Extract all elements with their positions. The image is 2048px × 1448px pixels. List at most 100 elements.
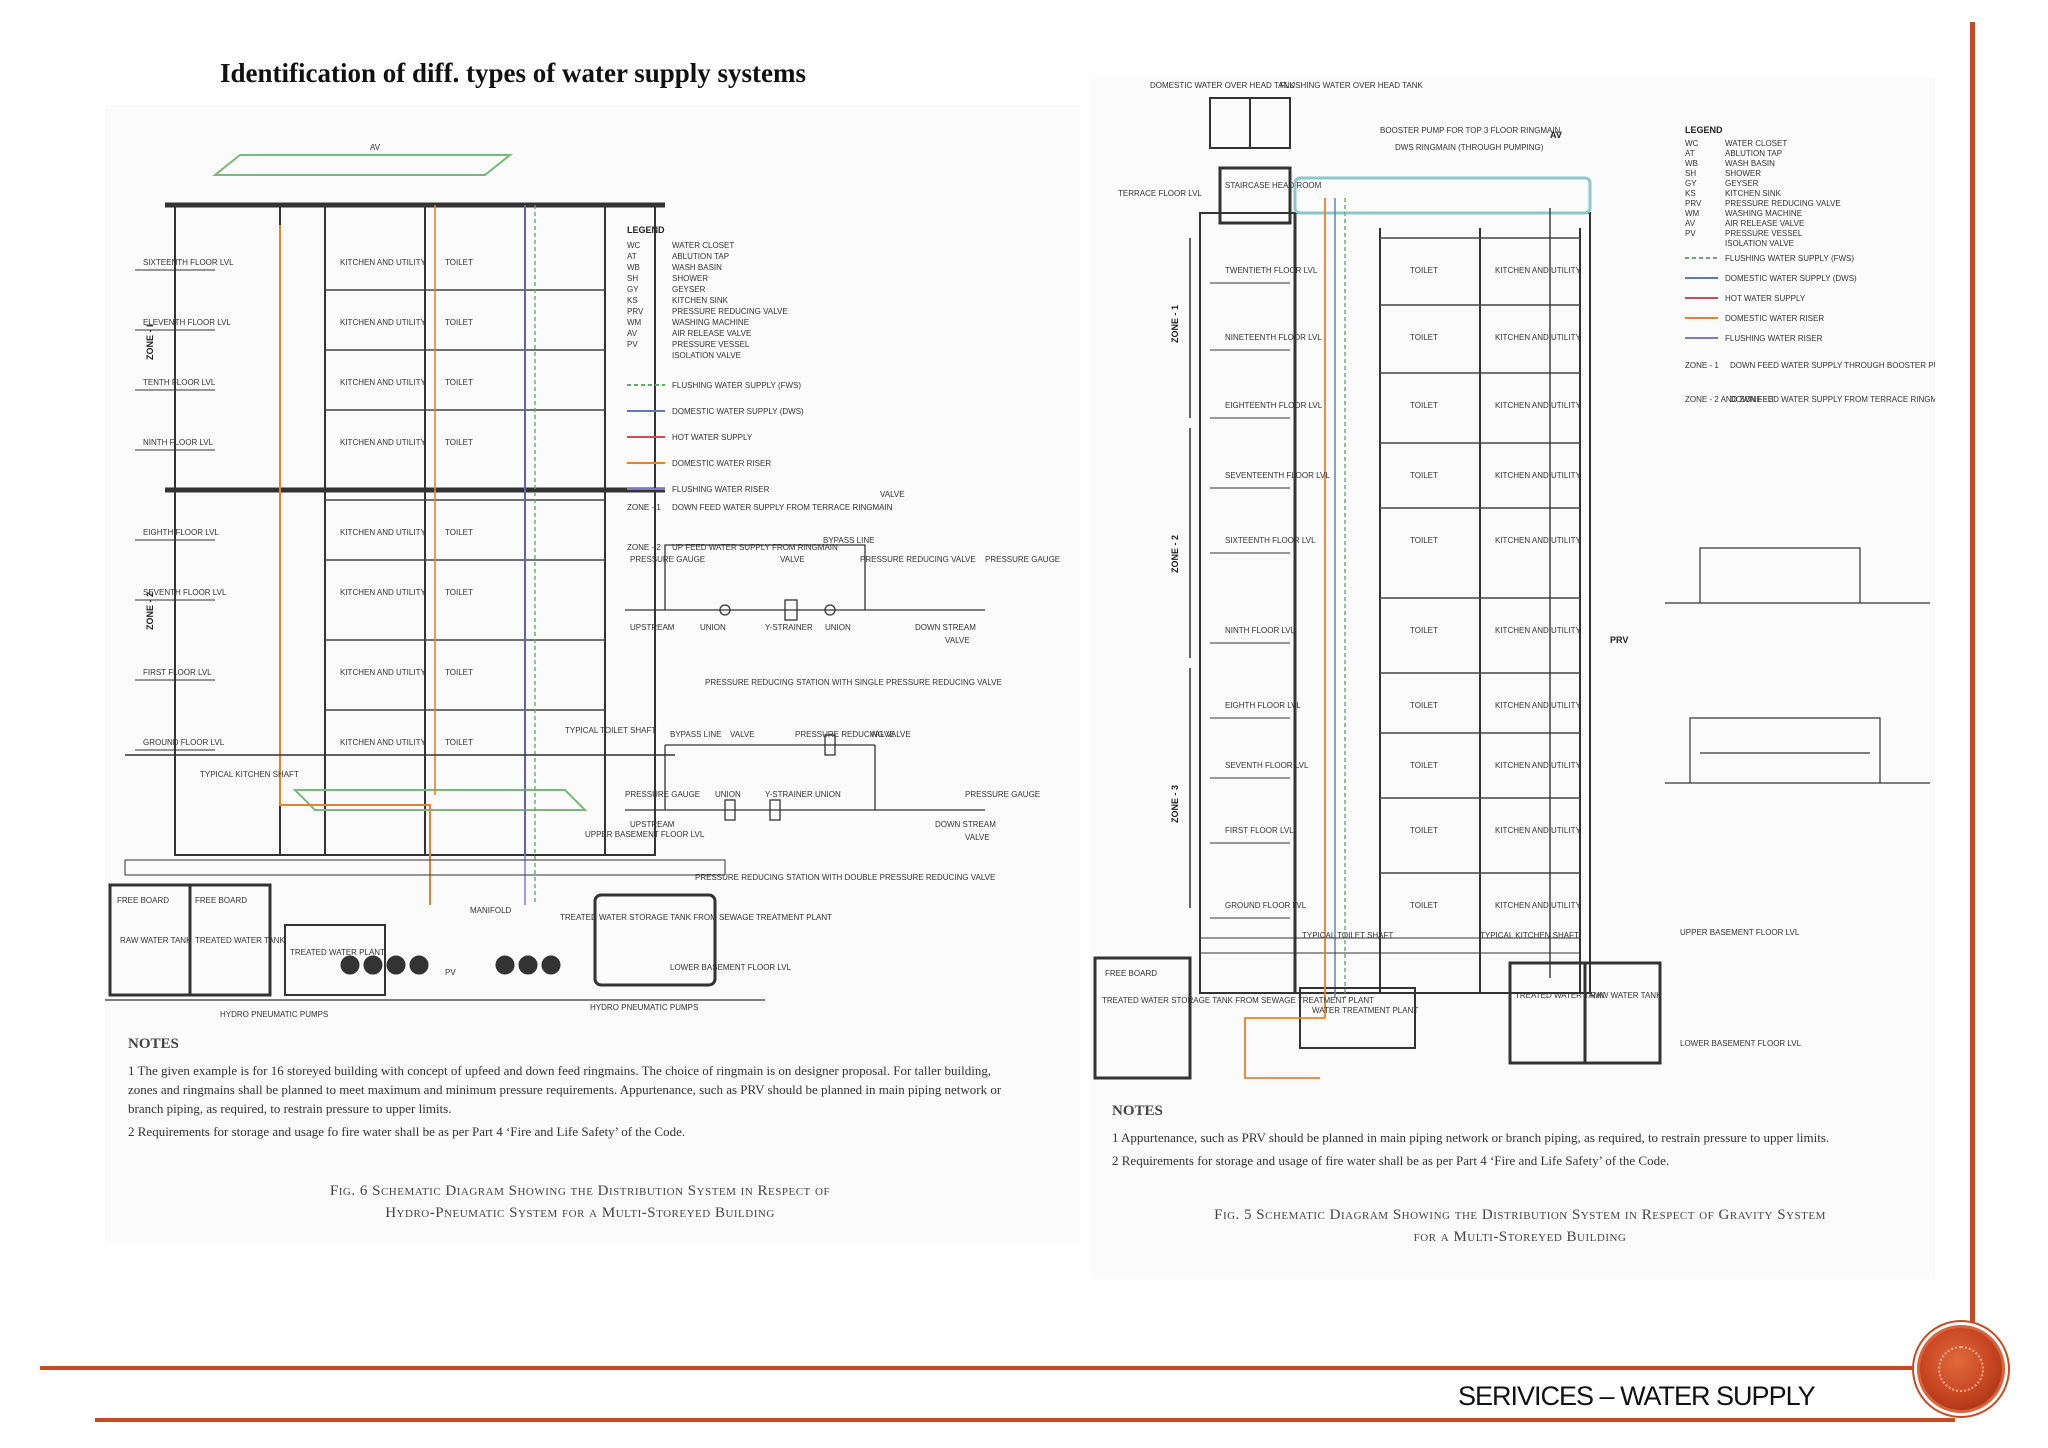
room-kitchen-label-right: KITCHEN AND UTILITY [1495,471,1581,480]
legend-desc-left: PRESSURE VESSEL [672,340,750,349]
floor-label-right: TWENTIETH FLOOR LVL [1225,266,1318,275]
room-toilet-label: TOILET [445,258,473,267]
room-toilet-label-right: TOILET [1410,701,1438,710]
av-label-right: AV [1550,130,1562,140]
prs-single-label: UNION [825,623,851,632]
domestic-tank-label: DOMESTIC WATER OVER HEAD TANK [1150,81,1295,90]
room-kitchen-label-right: KITCHEN AND UTILITY [1495,701,1581,710]
legend-desc-right: PRESSURE VESSEL [1725,229,1803,238]
room-toilet-label: TOILET [445,528,473,537]
raw-water-tank-right: RAW WATER TANK [1590,991,1662,1000]
prs-single-label: BYPASS LINE [823,536,874,545]
room-kitchen-label: KITCHEN AND UTILITY [340,438,426,447]
floor-label-right: FIRST FLOOR LVL [1225,826,1294,835]
room-toilet-label-right: TOILET [1410,333,1438,342]
floor-label-right: NINTH FLOOR LVL [1225,626,1296,635]
treated-storage-label: TREATED WATER STORAGE TANK FROM SEWAGE T… [560,913,832,922]
zone-1-label: ZONE - I [145,325,155,361]
zone-note-key-right: ZONE - 1 [1685,361,1719,370]
legend-abbr-left: KS [627,296,638,305]
zone-2-label: ZONE - 2 [145,592,155,630]
legend-desc-left: WASHING MACHINE [672,318,749,327]
floor-label-right: GROUND FLOOR LVL [1225,901,1307,910]
gravity-diagram: STAIRCASE HEAD ROOM DOMESTIC WATER OVER … [1090,78,1935,1278]
legend-abbr-left: AV [627,329,638,338]
prs-single-label: Y-STRAINER [765,623,813,632]
zone-note-key-left: ZONE - 2 [627,543,661,552]
room-kitchen-label: KITCHEN AND UTILITY [340,258,426,267]
notes-left-item-1: 1 The given example is for 16 storeyed b… [128,1063,1002,1116]
room-kitchen-label-right: KITCHEN AND UTILITY [1495,761,1581,770]
floor-label-right: TERRACE FLOOR LVL [1118,189,1202,198]
dws-ring-label: DWS RINGMAIN (THROUGH PUMPING) [1395,143,1544,152]
free-board-left-2: FREE BOARD [195,896,247,905]
manifold-label: MANIFOLD [470,906,512,915]
free-board-left-1: FREE BOARD [117,896,169,905]
notes-right-heading: NOTES [1112,1103,1163,1119]
prs-single-title: PRESSURE REDUCING STATION WITH SINGLE PR… [705,678,1002,687]
accent-vertical-line [1970,22,1975,1362]
legend-abbr-left: PV [627,340,638,349]
legend-line-right: FLUSHING WATER RISER [1725,334,1823,343]
prs-double-label: Y-STRAINER [765,790,813,799]
floor-label-left: SEVENTH FLOOR LVL [143,588,227,597]
legend-abbr-right: KS [1685,189,1696,198]
legend-desc-right: ISOLATION VALVE [1725,239,1794,248]
room-toilet-label-right: TOILET [1410,901,1438,910]
zone-2-label-right: ZONE - 2 [1170,535,1180,573]
legend-desc-left: ABLUTION TAP [672,252,729,261]
prs-single-label: UNION [700,623,726,632]
legend-line-left: DOMESTIC WATER SUPPLY (DWS) [672,407,804,416]
floor-label-left: TENTH FLOOR LVL [143,378,216,387]
legend-line-right: FLUSHING WATER SUPPLY (FWS) [1725,254,1854,263]
legend-abbr-right: WB [1685,159,1698,168]
prs-double-label: VALVE [730,730,755,739]
zone-note-key-right: ZONE - 2 AND ZONE - 3 [1685,395,1774,404]
prs-single-label: PRESSURE GAUGE [630,555,705,564]
floor-label-left: GROUND FLOOR LVL [143,738,225,747]
notes-left-item-2: 2 Requirements for storage and usage fo … [128,1124,686,1139]
legend-desc-right: GEYSER [1725,179,1759,188]
floor-label-right: EIGHTH FLOOR LVL [1225,701,1301,710]
caption-right-line-1: Fig. 5 Schematic Diagram Showing the Dis… [1214,1207,1826,1223]
footer-title: SERIVICES – WATER SUPPLY [1458,1381,1816,1411]
room-toilet-label: TOILET [445,738,473,747]
room-kitchen-label-right: KITCHEN AND UTILITY [1495,401,1581,410]
room-kitchen-label: KITCHEN AND UTILITY [340,318,426,327]
legend-line-right: DOMESTIC WATER RISER [1725,314,1824,323]
room-kitchen-label-right: KITCHEN AND UTILITY [1495,901,1581,910]
prs-sketches-right [1665,547,1930,784]
notes-right-item-1: 1 Appurtenance, such as PRV should be pl… [1112,1130,1830,1145]
legend-abbr-left: WM [627,318,642,327]
prs-double-label: UNION [815,790,841,799]
typical-toilet-shaft-label: TYPICAL TOILET SHAFT [565,726,656,735]
raw-water-tank-label: RAW WATER TANK [120,936,192,945]
room-toilet-label-right: TOILET [1410,401,1438,410]
legend-abbr-left: WC [627,241,641,250]
av-label: AV [370,143,381,152]
floor-label-right: SIXTEENTH FLOOR LVL [1225,536,1316,545]
legend-abbr-right: GY [1685,179,1697,188]
pv-label: PV [445,968,456,977]
prv-label: PRV [1610,635,1628,645]
caption-right-line-2: for a Multi-Storeyed Building [1413,1229,1627,1245]
prs-double-label: PRESSURE GAUGE [625,790,700,799]
legend-abbr-left: AT [627,252,637,261]
legend-abbr-right: AT [1685,149,1695,158]
prs-double-label: PRESSURE GAUGE [965,790,1040,799]
room-toilet-label-right: TOILET [1410,761,1438,770]
free-board-right: FREE BOARD [1105,969,1157,978]
prs-double-label: BYPASS LINE [670,730,721,739]
legend-title-right: LEGEND [1685,125,1723,135]
typical-kitchen-shaft-right: TYPICAL KITCHEN SHAFT [1480,931,1579,940]
prs-double-label: DOWN STREAM [935,820,996,829]
legend-desc-right: WASHING MACHINE [1725,209,1802,218]
emblem-icon [1917,1325,2005,1413]
zone-note-left: DOWN FEED WATER SUPPLY FROM TERRACE RING… [672,503,893,512]
room-toilet-label-right: TOILET [1410,626,1438,635]
floor-label-right: EIGHTEENTH FLOOR LVL [1225,401,1323,410]
typical-kitchen-shaft-label: TYPICAL KITCHEN SHAFT [200,770,299,779]
room-kitchen-label-right: KITCHEN AND UTILITY [1495,266,1581,275]
legend-desc-right: ABLUTION TAP [1725,149,1782,158]
